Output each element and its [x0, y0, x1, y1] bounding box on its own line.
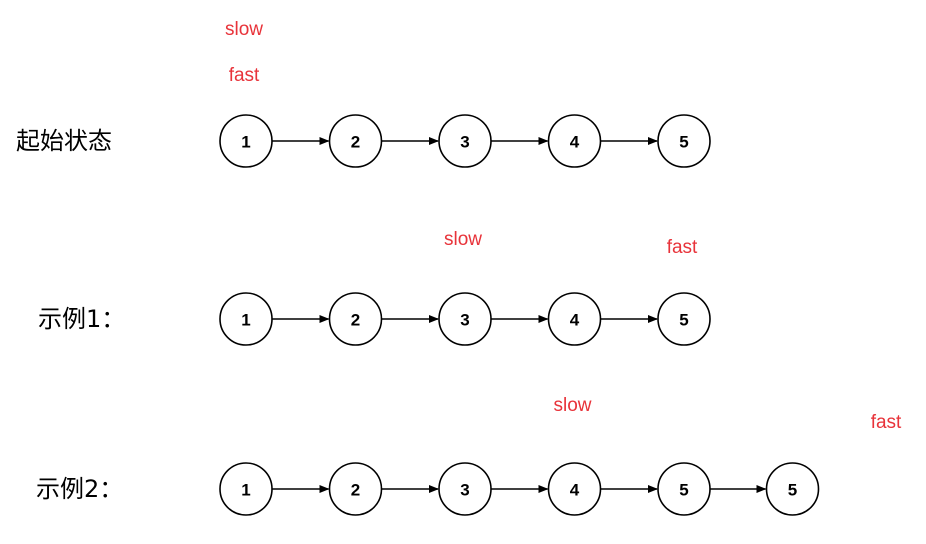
node-circle — [438, 114, 492, 168]
node-value: 2 — [351, 133, 360, 152]
node-circle — [547, 292, 602, 346]
node-circle — [328, 114, 383, 168]
list-node: 5 — [657, 292, 711, 346]
node-value: 1 — [241, 133, 250, 152]
fast-pointer-label: fast — [871, 412, 902, 433]
list-node: 5 — [657, 462, 711, 516]
list-node: 4 — [547, 292, 602, 346]
list-node: 3 — [438, 462, 492, 516]
slow-pointer-label: slow — [225, 19, 263, 40]
list-node: 3 — [438, 292, 492, 346]
rows-layer: 起始状态 1 2 3 4 5 slow fast 示例1： 1 2 3 4 5 slow fast 示例2： 1 2… — [16, 19, 902, 516]
row-label: 起始状态 — [16, 127, 112, 155]
list-node: 1 — [219, 292, 273, 346]
node-value: 3 — [460, 311, 469, 330]
diagram-row: 起始状态 1 2 3 4 5 slow fast — [16, 19, 711, 168]
node-value: 5 — [679, 481, 688, 500]
node-value: 1 — [241, 311, 250, 330]
list-node: 4 — [547, 462, 602, 516]
fast-pointer-label: fast — [667, 237, 698, 258]
slow-pointer-label: slow — [444, 229, 482, 250]
node-circle — [657, 114, 711, 168]
node-value: 1 — [241, 481, 250, 500]
node-circle — [547, 462, 602, 516]
node-circle — [219, 292, 273, 346]
node-value: 4 — [570, 481, 580, 500]
node-value: 2 — [351, 481, 360, 500]
node-value: 3 — [460, 481, 469, 500]
node-value: 5 — [679, 311, 688, 330]
list-node: 2 — [328, 462, 383, 516]
row-label: 示例2： — [36, 475, 123, 503]
node-value: 5 — [788, 481, 797, 500]
fast-pointer-label: fast — [229, 65, 260, 86]
list-node: 3 — [438, 114, 492, 168]
node-circle — [438, 462, 492, 516]
list-node: 5 — [657, 114, 711, 168]
list-node: 2 — [328, 292, 383, 346]
node-circle — [657, 462, 711, 516]
list-node: 2 — [328, 114, 383, 168]
row-label: 示例1： — [38, 305, 125, 333]
node-value: 5 — [679, 133, 688, 152]
list-node: 1 — [219, 462, 273, 516]
node-value: 3 — [460, 133, 469, 152]
node-circle — [328, 462, 383, 516]
node-circle — [547, 114, 602, 168]
node-value: 4 — [570, 133, 580, 152]
node-circle — [438, 292, 492, 346]
node-circle — [219, 114, 273, 168]
slow-pointer-label: slow — [553, 395, 591, 416]
node-circle — [219, 462, 273, 516]
diagram-row: 示例1： 1 2 3 4 5 slow fast — [38, 229, 711, 346]
node-value: 4 — [570, 311, 580, 330]
list-node: 4 — [547, 114, 602, 168]
diagram-row: 示例2： 1 2 3 4 5 5 slow fast — [36, 395, 902, 516]
node-circle — [657, 292, 711, 346]
node-circle — [328, 292, 383, 346]
node-circle — [765, 462, 820, 516]
list-node: 1 — [219, 114, 273, 168]
list-node: 5 — [765, 462, 820, 516]
node-value: 2 — [351, 311, 360, 330]
